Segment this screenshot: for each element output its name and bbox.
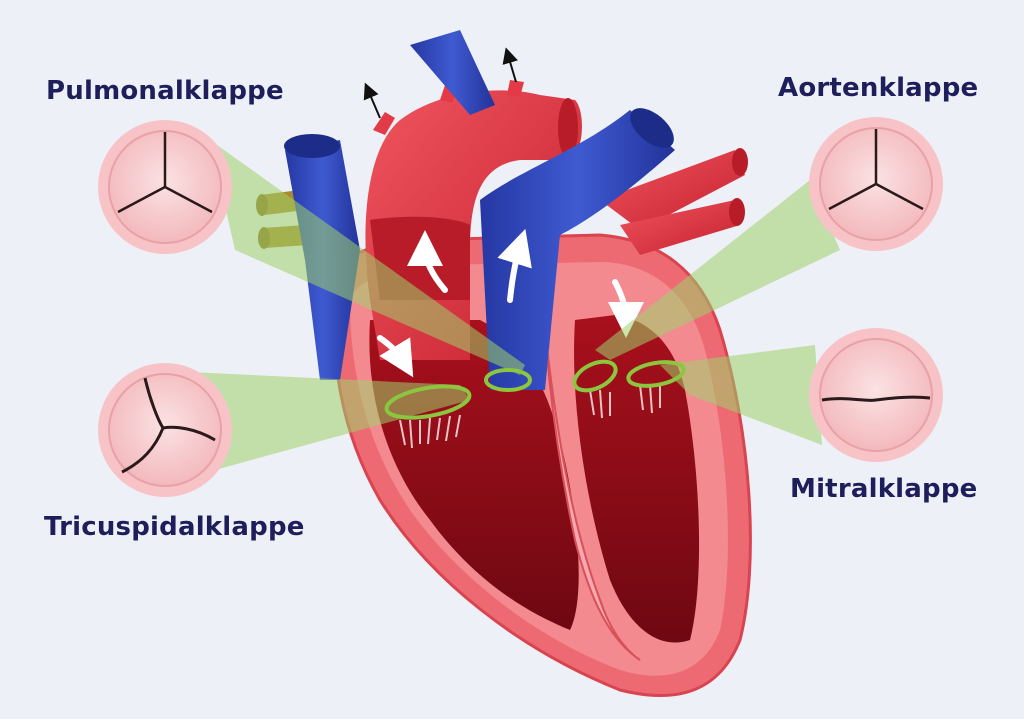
tricuspid-valve-ring [384, 384, 472, 420]
mitral-valve-disc [809, 328, 943, 462]
label-tricuspid-valve: Tricuspidalklappe [44, 512, 305, 542]
label-mitral-valve: Mitralklappe [790, 474, 978, 504]
label-aortic-valve: Aortenklappe [778, 73, 979, 103]
pulmonary-veins [600, 148, 748, 255]
label-pulmonary-valve: Pulmonalklappe [46, 76, 284, 106]
mitral-valve-ring [626, 360, 686, 388]
upper-blue-vessel [410, 30, 495, 115]
aortic-valve-disc [809, 117, 943, 251]
tricuspid-valve-disc [98, 363, 232, 497]
aortic-valve-ring [572, 359, 618, 393]
highlight-beams [190, 140, 840, 470]
valve-rings [384, 359, 686, 420]
flow-arrows [377, 228, 644, 378]
pulmonary-valve-ring [484, 368, 532, 392]
pulmonary-valve-disc [98, 120, 232, 254]
